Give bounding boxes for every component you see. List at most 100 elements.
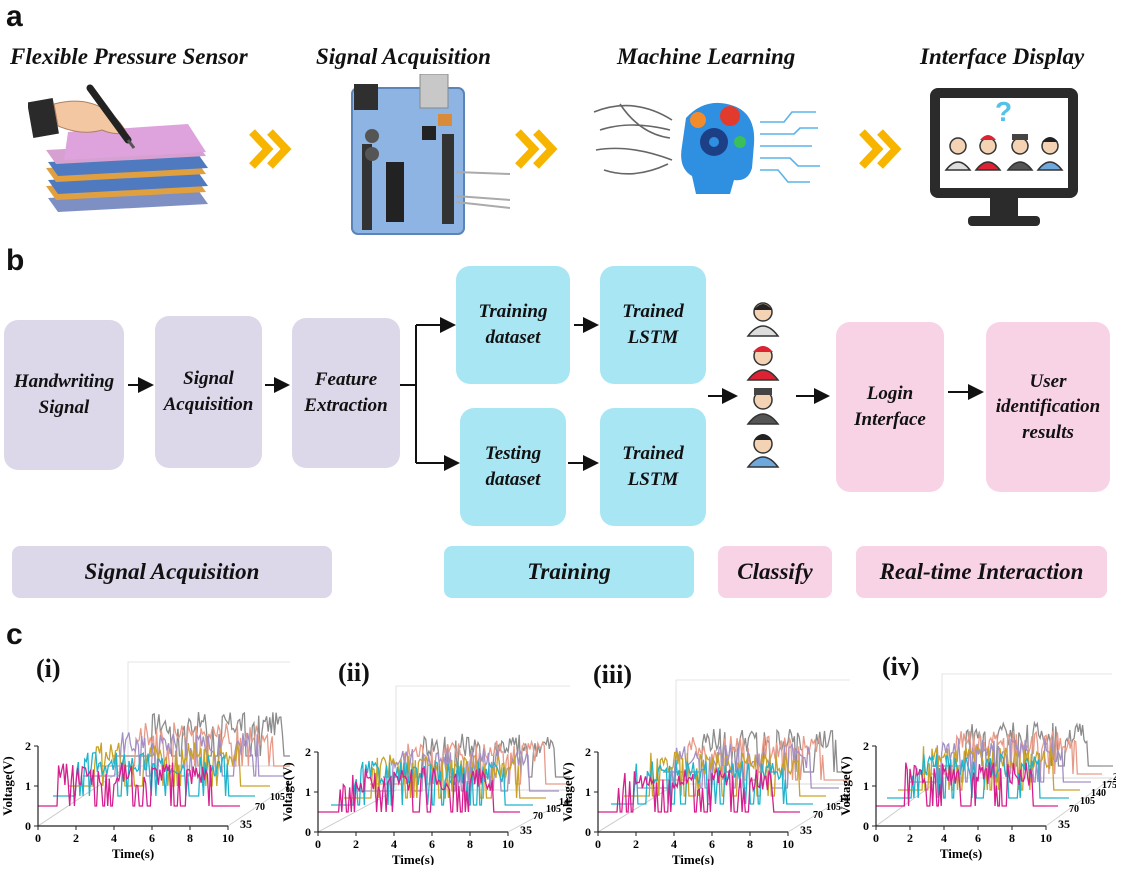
series-line-1 <box>887 752 1057 799</box>
y-tick-label: 2 <box>305 745 311 759</box>
stage-title-acquisition: Signal Acquisition <box>316 44 491 69</box>
x-tick-label: 2 <box>907 831 913 845</box>
y-axis-label: Voltage(V) <box>280 762 295 821</box>
x-tick-label: 10 <box>502 837 514 851</box>
user-avatars-column <box>746 302 780 468</box>
depth-tick-label: 105 <box>1080 796 1095 807</box>
category-signal-acquisition: Signal Acquisition <box>12 546 332 598</box>
x-tick-label: 4 <box>671 837 677 851</box>
panel-b-letter: b <box>6 244 25 277</box>
x-tick-label: 10 <box>1040 831 1052 845</box>
depth-tick-label: 70 <box>255 802 265 813</box>
y-tick-label: 1 <box>585 785 591 799</box>
box-handwriting-signal: Handwriting Signal <box>4 320 124 470</box>
series-line-1 <box>331 760 521 806</box>
x-tick-label: 10 <box>222 831 234 845</box>
x-tick-label: 0 <box>595 837 601 851</box>
x-axis-label: Time(s) <box>392 852 434 865</box>
panel-c-letter: c <box>6 618 23 651</box>
x-tick-label: 10 <box>782 837 794 851</box>
x-tick-label: 8 <box>187 831 193 845</box>
series-line-0 <box>38 762 228 807</box>
depth-tick-label: 35 <box>240 817 252 831</box>
depth-tick-label: 140 <box>1091 788 1106 799</box>
user-avatar-icon <box>746 302 780 337</box>
x-tick-label: 8 <box>747 837 753 851</box>
chevron-arrow-icon <box>515 129 558 169</box>
series-line-0 <box>318 767 508 813</box>
y-tick-label: 2 <box>585 745 591 759</box>
depth-tick-label: 70 <box>1069 804 1079 815</box>
panel-a-letter: a <box>6 0 23 33</box>
plot-label-iii: (iii) <box>593 660 632 689</box>
depth-tick-label: 140 <box>559 797 570 808</box>
box-user-identification-results: User identification results <box>986 322 1110 492</box>
depth-tick-label: 105 <box>826 802 841 813</box>
box-feature-extraction: Feature Extraction <box>292 318 400 468</box>
arduino-board-icon <box>351 74 511 235</box>
depth-tick-label: 35 <box>800 823 812 837</box>
waterfall-plot-iv: 21017514010570350246810012Time(s)Voltage… <box>838 673 1116 861</box>
question-mark: ? <box>995 96 1013 127</box>
y-axis-label: Voltage(V) <box>560 762 575 821</box>
x-tick-label: 0 <box>35 831 41 845</box>
x-axis-label: Time(s) <box>112 846 154 861</box>
waterfall-plot-iii: 21017514010570350246810012Time(s)Voltage… <box>560 679 850 865</box>
box-login-interface: Login Interface <box>836 322 944 492</box>
box-signal-acquisition: Signal Acquisition <box>155 316 262 468</box>
depth-tick-label: 140 <box>285 782 290 793</box>
y-tick-label: 0 <box>863 819 869 833</box>
depth-tick-label: 105 <box>270 792 285 803</box>
series-line-2 <box>68 742 258 787</box>
brain-gears-icon <box>593 102 820 194</box>
y-tick-label: 0 <box>585 825 591 839</box>
depth-tick-label: 70 <box>533 811 543 822</box>
x-tick-label: 6 <box>975 831 981 845</box>
plot-label-iv: (iv) <box>882 652 920 681</box>
chevron-arrow-icon <box>859 129 902 169</box>
series-line-5 <box>931 720 1101 767</box>
depth-tick-label: 175 <box>1102 780 1116 791</box>
depth-tick-label: 70 <box>813 810 823 821</box>
y-tick-label: 1 <box>863 779 869 793</box>
series-line-0 <box>876 762 1046 807</box>
depth-tick-label: 35 <box>520 823 532 837</box>
x-axis-label: Time(s) <box>940 846 982 861</box>
x-tick-label: 4 <box>111 831 117 845</box>
depth-tick-label: 210 <box>1113 772 1116 783</box>
x-tick-label: 2 <box>353 837 359 851</box>
waterfall-plot-i: 21017514010570350246810012Time(s)Voltage… <box>0 661 290 861</box>
category-realtime-interaction: Real-time Interaction <box>856 546 1107 598</box>
box-trained-lstm-bottom: Trained LSTM <box>600 408 706 526</box>
x-axis-label: Time(s) <box>672 852 714 865</box>
plot-label-ii: (ii) <box>338 658 370 687</box>
plot-label-i: (i) <box>36 654 61 683</box>
x-tick-label: 6 <box>709 837 715 851</box>
box-trained-lstm-top: Trained LSTM <box>600 266 706 384</box>
chevron-arrow-icon <box>249 129 292 169</box>
y-tick-label: 2 <box>863 739 869 753</box>
x-tick-label: 8 <box>467 837 473 851</box>
y-tick-label: 1 <box>25 779 31 793</box>
x-tick-label: 6 <box>149 831 155 845</box>
monitor-users-icon <box>930 88 1078 226</box>
x-tick-label: 2 <box>633 837 639 851</box>
user-avatar-icon <box>746 346 780 381</box>
x-tick-label: 6 <box>429 837 435 851</box>
user-avatar-icon <box>746 388 780 425</box>
box-testing-dataset: Testing dataset <box>460 408 566 526</box>
depth-tick-label: 105 <box>546 804 561 815</box>
category-classify: Classify <box>718 546 832 598</box>
user-avatar-icon <box>746 434 780 468</box>
waterfall-plot-ii: 21017514010570350246810012Time(s)Voltage… <box>280 685 570 865</box>
x-tick-label: 2 <box>73 831 79 845</box>
pressure-sensor-pen-icon <box>28 84 208 212</box>
x-tick-label: 4 <box>941 831 947 845</box>
stage-title-ml: Machine Learning <box>617 44 796 69</box>
y-tick-label: 1 <box>305 785 311 799</box>
stage-title-sensor: Flexible Pressure Sensor <box>10 44 248 69</box>
depth-tick-label: 35 <box>1058 817 1070 831</box>
stage-title-display: Interface Display <box>920 44 1085 69</box>
category-training: Training <box>444 546 694 598</box>
flow-arrows <box>128 317 984 471</box>
